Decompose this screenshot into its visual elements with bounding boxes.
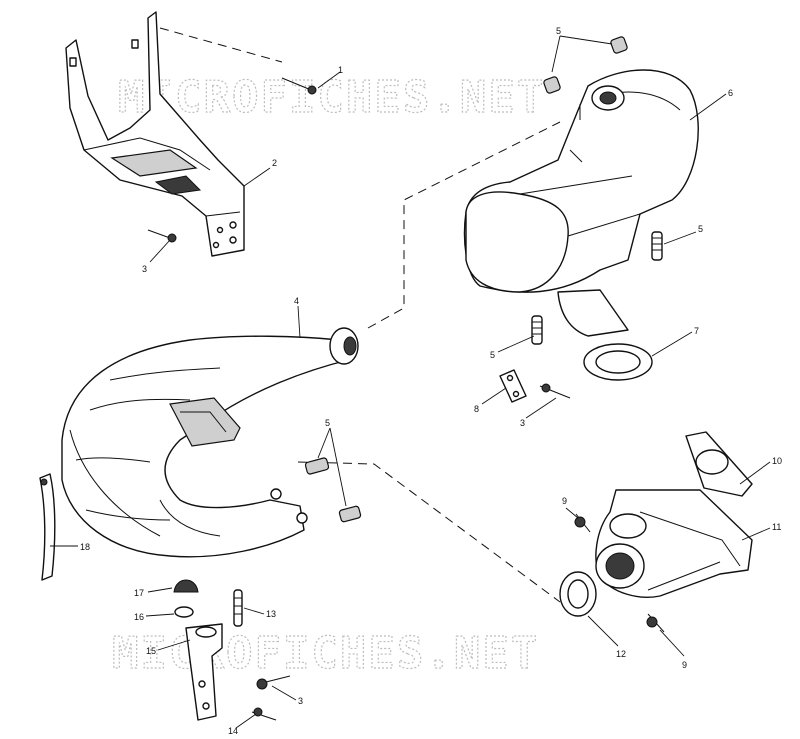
callout-3: 3 bbox=[298, 696, 303, 706]
callout-7: 7 bbox=[694, 326, 699, 336]
bolt-3-lower bbox=[256, 675, 291, 690]
leader-lines bbox=[50, 35, 771, 729]
callouts: 1 2 3 4 5 6 5 5 7 8 3 5 10 9 11 18 17 13… bbox=[80, 26, 782, 736]
callout-3: 3 bbox=[142, 264, 147, 274]
spring-13 bbox=[233, 589, 243, 627]
callout-9: 9 bbox=[682, 660, 687, 670]
callout-9: 9 bbox=[562, 496, 567, 506]
callout-16: 16 bbox=[134, 612, 144, 622]
washer bbox=[174, 606, 194, 618]
watermark-top: MICROFICHES.NET bbox=[118, 72, 545, 123]
seal-ring bbox=[559, 571, 597, 617]
spring-5-b bbox=[610, 36, 628, 54]
watermark-bottom: MICROFICHES.NET bbox=[112, 628, 539, 679]
callout-5: 5 bbox=[325, 418, 330, 428]
strap bbox=[39, 473, 56, 581]
spring-5-e bbox=[304, 457, 330, 475]
bolt-3-upper bbox=[147, 229, 177, 243]
mounting-bracket bbox=[65, 11, 245, 257]
callout-5: 5 bbox=[698, 224, 703, 234]
assembly-lines bbox=[159, 27, 561, 603]
plate-8 bbox=[499, 369, 527, 403]
callout-4: 4 bbox=[294, 296, 299, 306]
spring-5-a bbox=[543, 76, 561, 94]
bolt-1 bbox=[281, 77, 317, 95]
bolt-3-mid bbox=[539, 383, 571, 399]
mount-bracket bbox=[185, 623, 223, 721]
callout-18: 18 bbox=[80, 542, 90, 552]
callout-10: 10 bbox=[772, 456, 782, 466]
spring-5-c bbox=[651, 231, 663, 261]
bolt-9-lower bbox=[646, 613, 665, 633]
flange-gasket bbox=[685, 431, 753, 497]
spring-5-d bbox=[531, 315, 543, 345]
exhaust-manifold bbox=[595, 489, 753, 598]
callout-1: 1 bbox=[338, 65, 343, 75]
callout-6: 6 bbox=[728, 88, 733, 98]
callout-13: 13 bbox=[266, 609, 276, 619]
muffler bbox=[463, 69, 699, 337]
callout-5: 5 bbox=[490, 350, 495, 360]
callout-2: 2 bbox=[272, 158, 277, 168]
bolt-9-upper bbox=[574, 513, 591, 533]
callout-5: 5 bbox=[556, 26, 561, 36]
callout-17: 17 bbox=[134, 588, 144, 598]
callout-11: 11 bbox=[772, 522, 781, 532]
gasket-ring bbox=[583, 343, 653, 381]
expansion-chamber bbox=[61, 327, 359, 558]
callout-12: 12 bbox=[616, 649, 626, 659]
callout-14: 14 bbox=[228, 726, 238, 736]
rubber-bumper bbox=[173, 579, 199, 593]
callout-15: 15 bbox=[146, 646, 156, 656]
callout-8: 8 bbox=[474, 404, 479, 414]
spring-5-f bbox=[338, 505, 362, 523]
callout-3: 3 bbox=[520, 418, 525, 428]
